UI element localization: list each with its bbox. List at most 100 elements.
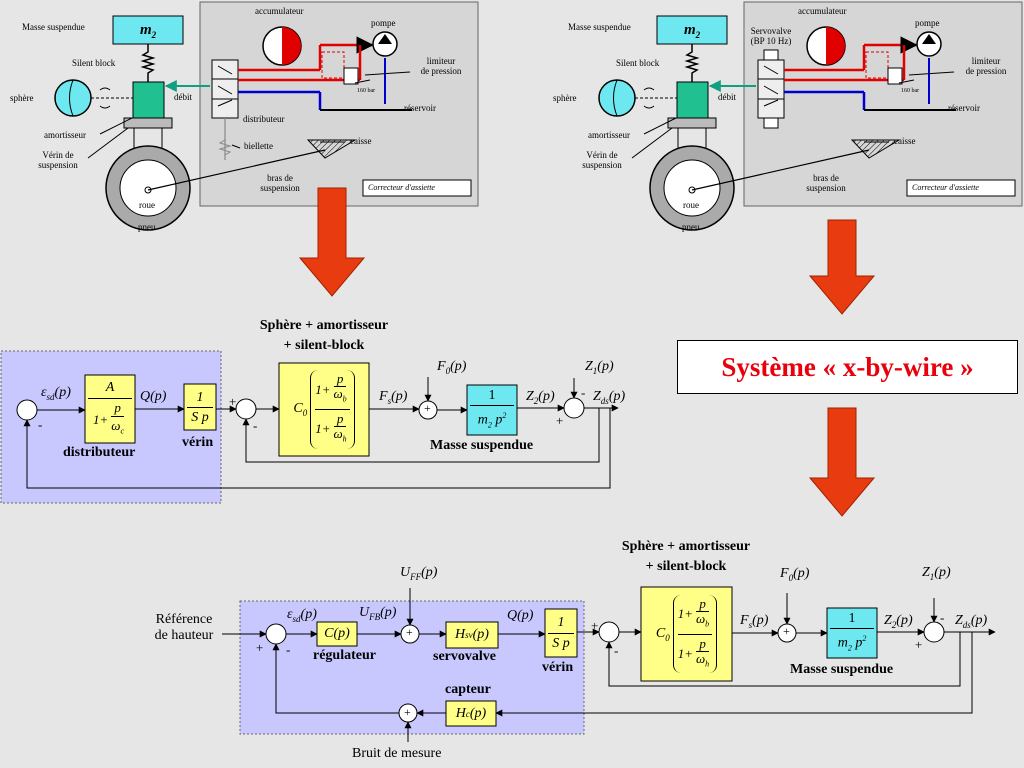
d2-minus-6: - (940, 610, 945, 625)
label-160bar-left: 160 bar (357, 88, 376, 94)
d2-zds-label: Zds(p) (955, 613, 988, 630)
label-reservoir-right: réservoir (948, 103, 980, 113)
d1-minus-2: - (253, 418, 258, 433)
distributeur-left (211, 59, 239, 119)
d1-masse-block: 1 m2 p2 (468, 386, 516, 434)
d2-uff-label: UFF(p) (400, 565, 438, 582)
d2-plus-6: + (915, 637, 923, 652)
d2-capteur-label: capteur (445, 682, 491, 697)
d1-eps-label: εsd(p) (41, 385, 71, 402)
d2-top-label-2: + silent-block (645, 559, 727, 574)
label-160bar-right: 160 bar (901, 88, 920, 94)
xbw-title: Système « x-by-wire » (677, 340, 1018, 394)
label-servovalve-right: Servovalve(BP 10 Hz) (750, 26, 792, 46)
d2-minus-1: - (286, 642, 291, 657)
d1-verin-block: 1 S p (185, 385, 215, 429)
label-m2-left: m2 (140, 22, 157, 40)
d2-sum5-sign: + (783, 624, 790, 638)
d2-verin-block: 1 S p (546, 610, 576, 656)
d2-z1-label: Z1(p) (922, 565, 951, 582)
red-arrows (298, 187, 876, 517)
d1-sum3-sign: + (424, 401, 431, 415)
label-silent-block-left: Silent block (72, 58, 116, 68)
label-pompe-left: pompe (371, 18, 396, 28)
label-debit-right: débit (718, 92, 736, 102)
d1-minus-1: - (38, 417, 43, 432)
label-accumulateur-right: accumulateur (798, 6, 847, 16)
label-debit-left: débit (174, 92, 192, 102)
d2-plus-3: + (591, 618, 599, 633)
label-caisse-right: caisse (894, 136, 916, 146)
label-silent-block-right: Silent block (616, 58, 660, 68)
d1-q-label: Q(p) (140, 389, 167, 404)
d2-ufb-label: UFB(p) (359, 605, 397, 622)
d2-servovalve-label: servovalve (433, 649, 496, 664)
mechanism-left (54, 1, 479, 231)
label-pneu-left: pneu (138, 222, 156, 232)
label-roue-right: roue (683, 200, 699, 210)
d1-z2-label: Z2(p) (526, 389, 555, 406)
d1-distributeur-label: distributeur (63, 445, 136, 460)
d2-top-label-1: Sphère + amortisseur (621, 539, 751, 554)
d1-verin-label: vérin (182, 435, 214, 450)
d2-minus-3: - (614, 643, 619, 658)
label-reservoir-left: réservoir (404, 103, 436, 113)
label-sphere-right: sphère (553, 93, 577, 103)
d2-sum2-sign: + (406, 625, 413, 639)
d2-z2-label: Z2(p) (884, 613, 913, 630)
mass-m2-left (112, 15, 184, 45)
label-pompe-right: pompe (915, 18, 940, 28)
label-amortisseur-right: amortisseur (588, 130, 630, 140)
d1-plus-4: + (556, 413, 564, 428)
label-m2-right: m2 (684, 22, 701, 40)
d1-zds-label: Zds(p) (593, 389, 626, 406)
d2-fs-label: Fs(p) (740, 613, 769, 630)
d2-masse-block: 1 m2 p2 (828, 609, 876, 657)
block-diagram-1 (0, 350, 619, 504)
d2-plus-1: + (256, 640, 264, 655)
d2-bruit-label: Bruit de mesure (352, 746, 442, 761)
sphere-left (54, 79, 92, 117)
d2-masse-label: Masse suspendue (790, 662, 894, 677)
d1-plus-2: + (229, 394, 237, 409)
label-amortisseur-left: amortisseur (44, 130, 86, 140)
label-sphere-left: sphère (10, 93, 34, 103)
d1-top-label-2: + silent-block (283, 338, 365, 353)
label-caisse-left: caisse (350, 136, 372, 146)
silent-block-spring-left (140, 44, 156, 82)
label-pneu-right: pneu (682, 222, 700, 232)
label-distributeur-left: distributeur (243, 114, 285, 124)
label-correcteur-left: Correcteur d'assiette (368, 183, 435, 192)
d1-f0-label: F0(p) (437, 359, 467, 376)
label-correcteur-right: Correcteur d'assiette (912, 183, 979, 192)
d2-eps-label: εsd(p) (287, 607, 317, 624)
d1-top-label-1: Sphère + amortisseur (259, 318, 389, 333)
d2-regulateur-block: C(p) (324, 626, 350, 641)
d1-minus-4: - (581, 385, 586, 400)
mechanism-right (598, 1, 1023, 231)
d2-sum-capteur-sign: + (404, 705, 411, 719)
d1-masse-label: Masse suspendue (430, 438, 534, 453)
d1-fs-label: Fs(p) (379, 389, 408, 406)
d2-q-label: Q(p) (507, 608, 534, 623)
label-roue-left: roue (139, 200, 155, 210)
label-masse-suspendue-right: Masse suspendue (568, 22, 631, 32)
verin-left (132, 81, 165, 119)
d2-f0-label: F0(p) (780, 566, 810, 583)
d2-regulateur-label: régulateur (313, 648, 376, 663)
label-accumulateur-left: accumulateur (255, 6, 304, 16)
d1-z1-label: Z1(p) (585, 359, 614, 376)
label-biellette-left: biellette (244, 141, 273, 151)
